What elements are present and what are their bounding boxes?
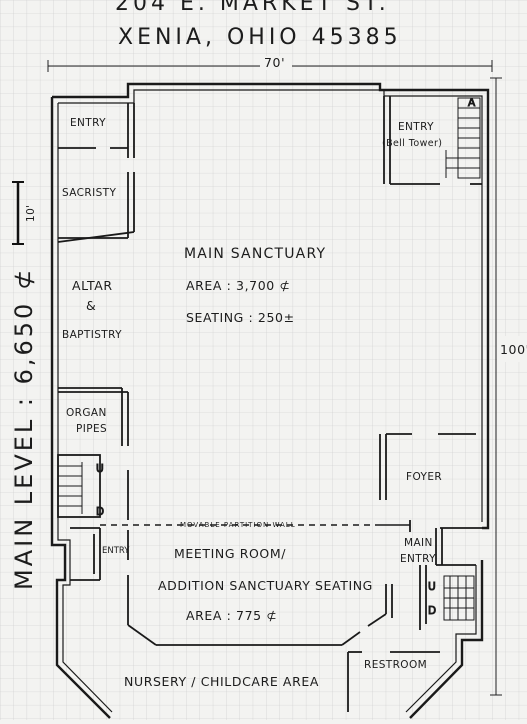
main-sanctuary-label: MAIN SANCTUARY	[184, 246, 326, 262]
header-city: XENIA, OHIO 45385	[118, 25, 402, 50]
meeting-room-label: MEETING ROOM/	[174, 546, 286, 561]
altar-label-3: BAPTISTRY	[62, 329, 122, 341]
scale-bar: 10'	[12, 181, 37, 245]
nursery-label: NURSERY / CHILDCARE AREA	[124, 674, 319, 689]
sanctuary-area-label: AREA : 3,700 ⊄	[186, 278, 290, 293]
bell-entry-label-2: (Bell Tower)	[382, 138, 442, 149]
organ-label-2: PIPES	[76, 423, 107, 435]
restroom-label: RESTROOM	[364, 659, 427, 671]
left-stair-up: U	[96, 463, 104, 475]
addition-seating-label: ADDITION SANCTUARY SEATING	[158, 578, 373, 593]
sanctuary-seating-label: SEATING : 250±	[186, 310, 295, 325]
main-stair-up: U	[428, 581, 436, 593]
main-stair-down: D	[428, 605, 437, 617]
addition-area-label: AREA : 775 ⊄	[186, 608, 277, 623]
main-entry-stairs: U D	[428, 575, 475, 621]
width-label: 70'	[264, 55, 285, 70]
width-dimension: 70'	[47, 55, 493, 72]
height-label: 100'	[500, 342, 527, 357]
left-stair-down: D	[96, 506, 105, 518]
header-street: 204 E. MARKET ST.	[115, 0, 390, 16]
foyer-label: FOYER	[406, 471, 442, 483]
bell-tower-stairs: A	[445, 97, 481, 179]
main-entry-label-1: MAIN	[404, 537, 433, 549]
sacristy-label: SACRISTY	[62, 187, 116, 199]
height-dimension: 100'	[490, 77, 527, 696]
entry-w-label: ENTRY	[102, 546, 130, 556]
organ-label-1: ORGAN	[66, 407, 107, 419]
entry-nw-label: ENTRY	[70, 117, 106, 129]
left-stairs: U D	[58, 462, 105, 519]
main-level-label: MAIN LEVEL : 6,650 ⊄	[10, 267, 38, 590]
altar-label-2: &	[86, 298, 96, 313]
altar-label-1: ALTAR	[72, 278, 113, 293]
scale-label: 10'	[25, 205, 37, 222]
movable-wall-label: MOVABLE PARTITION WALL	[180, 521, 296, 529]
stair-mark-a: A	[468, 97, 476, 109]
main-entry-label-2: ENTRY	[400, 553, 436, 565]
bell-entry-label-1: ENTRY	[398, 121, 434, 133]
